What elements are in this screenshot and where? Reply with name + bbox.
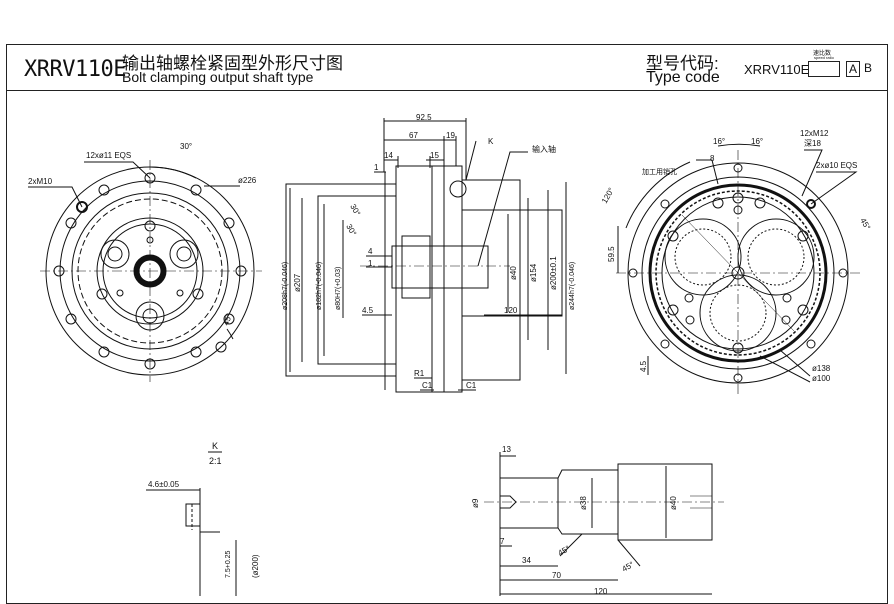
option-b-label: B [864, 61, 873, 75]
detail-k-view [146, 451, 237, 596]
label-d182h7: ø182h7(-0.046) [316, 262, 323, 310]
label-d154: ø154 [529, 263, 538, 282]
label-d208h7: ø208h7(-0.046) [282, 262, 289, 310]
shaft-view [484, 452, 724, 596]
label-d40: ø40 [509, 266, 518, 280]
label-1-mid: 1 [368, 259, 373, 268]
label-1-top: 1 [374, 163, 379, 172]
type-code-label-en: Type code [646, 69, 720, 86]
option-a-box: A [846, 61, 860, 77]
label-45deg-r: 45° [858, 217, 872, 232]
label-d200: ø200±0.1 [549, 256, 558, 290]
right-view-labels: 12xM12 深18 16° 16° 8 加工用销孔 2xø10 EQS 120… [600, 129, 872, 383]
title-chinese: 输出轴螺栓紧固型外形尺寸图 [122, 54, 343, 73]
label-4-6: 4.6±0.05 [148, 480, 180, 489]
label-16deg-b: 16° [751, 137, 763, 146]
label-d100: ø100 [812, 374, 831, 383]
label-120deg: 120° [600, 186, 616, 205]
label-scale-2-1: 2:1 [209, 456, 222, 466]
title-english: Bolt clamping output shaft type [122, 69, 314, 85]
label-d207: ø207 [293, 273, 302, 292]
label-4-5-r: 4.5 [639, 360, 648, 372]
label-2x10-eqs: 2xø10 EQS [816, 161, 857, 170]
label-14: 14 [384, 151, 393, 160]
label-d138: ø138 [812, 364, 831, 373]
shaft-view-labels: 13 ø9 ø38 ø40 7 45° 34 45° 70 120 [471, 445, 678, 596]
model-number: XRRV110E [24, 57, 126, 82]
label-19: 19 [446, 131, 455, 140]
label-d244h7: ø244h7(-0.046) [569, 262, 576, 310]
label-2xm10: 2xM10 [28, 177, 53, 186]
label-depth-18: 深18 [804, 139, 821, 148]
type-code-model: XRRV110E [744, 62, 810, 77]
label-4: 4 [368, 247, 373, 256]
label-d226: ø226 [238, 176, 257, 185]
label-70: 70 [552, 571, 561, 580]
left-view-labels: 2xM10 12xø11 EQS 30° ø226 45° [28, 142, 257, 327]
label-34: 34 [522, 556, 531, 565]
label-k: K [488, 137, 494, 146]
ratio-box [808, 61, 840, 77]
label-45deg-s1: 45° [557, 544, 572, 558]
label-7: 7 [500, 537, 505, 546]
right-front-view [616, 143, 860, 396]
label-120-shaft: 120 [594, 587, 608, 596]
title-block [6, 44, 888, 91]
label-d40-shaft: ø40 [669, 496, 678, 510]
label-machining-pin-hole: 加工用销孔 [642, 167, 677, 176]
label-r1: R1 [414, 369, 425, 378]
label-30deg-b: 30° [344, 223, 358, 238]
label-92-5: 92.5 [416, 113, 432, 122]
label-45deg-s2: 45° [621, 560, 636, 574]
label-c1-a: C1 [422, 381, 433, 390]
label-7-5: 7.5+0.25 [225, 550, 232, 578]
ratio-label-cn: 速比数 [813, 51, 832, 57]
label-input-shaft: 输入轴 [532, 144, 556, 154]
label-30deg-a: 30° [348, 203, 362, 218]
label-15: 15 [430, 151, 439, 160]
label-67: 67 [409, 131, 418, 140]
label-120: 120 [504, 306, 518, 315]
label-c1-b: C1 [466, 381, 477, 390]
label-4-5: 4.5 [362, 306, 374, 315]
detail-k-labels: K 2:1 4.6±0.05 7.5+0.25 (ø200) [148, 441, 260, 578]
label-45deg: 45° [221, 312, 234, 326]
section-view [285, 118, 567, 393]
ratio-label-en: speed ratio [814, 55, 834, 60]
type-code-label-cn: 型号代码: [646, 54, 719, 73]
label-30deg: 30° [180, 142, 192, 151]
label-12x11-eqs: 12xø11 EQS [86, 151, 131, 160]
label-12xm12: 12xM12 [800, 129, 829, 138]
label-16deg-a: 16° [713, 137, 725, 146]
label-d9: ø9 [471, 498, 480, 508]
section-view-labels: 92.5 67 19 14 15 K 输入轴 1 30° 30° 4 1 4.5… [282, 113, 576, 390]
label-13: 13 [502, 445, 511, 454]
label-detail-k: K [212, 441, 218, 451]
label-59-5: 59.5 [607, 246, 616, 262]
label-d80h7: ø80H7(+0.03) [335, 267, 342, 310]
label-d200-ref: (ø200) [251, 554, 260, 578]
left-front-view [28, 160, 262, 382]
label-8: 8 [710, 154, 715, 163]
label-d38: ø38 [579, 496, 588, 510]
